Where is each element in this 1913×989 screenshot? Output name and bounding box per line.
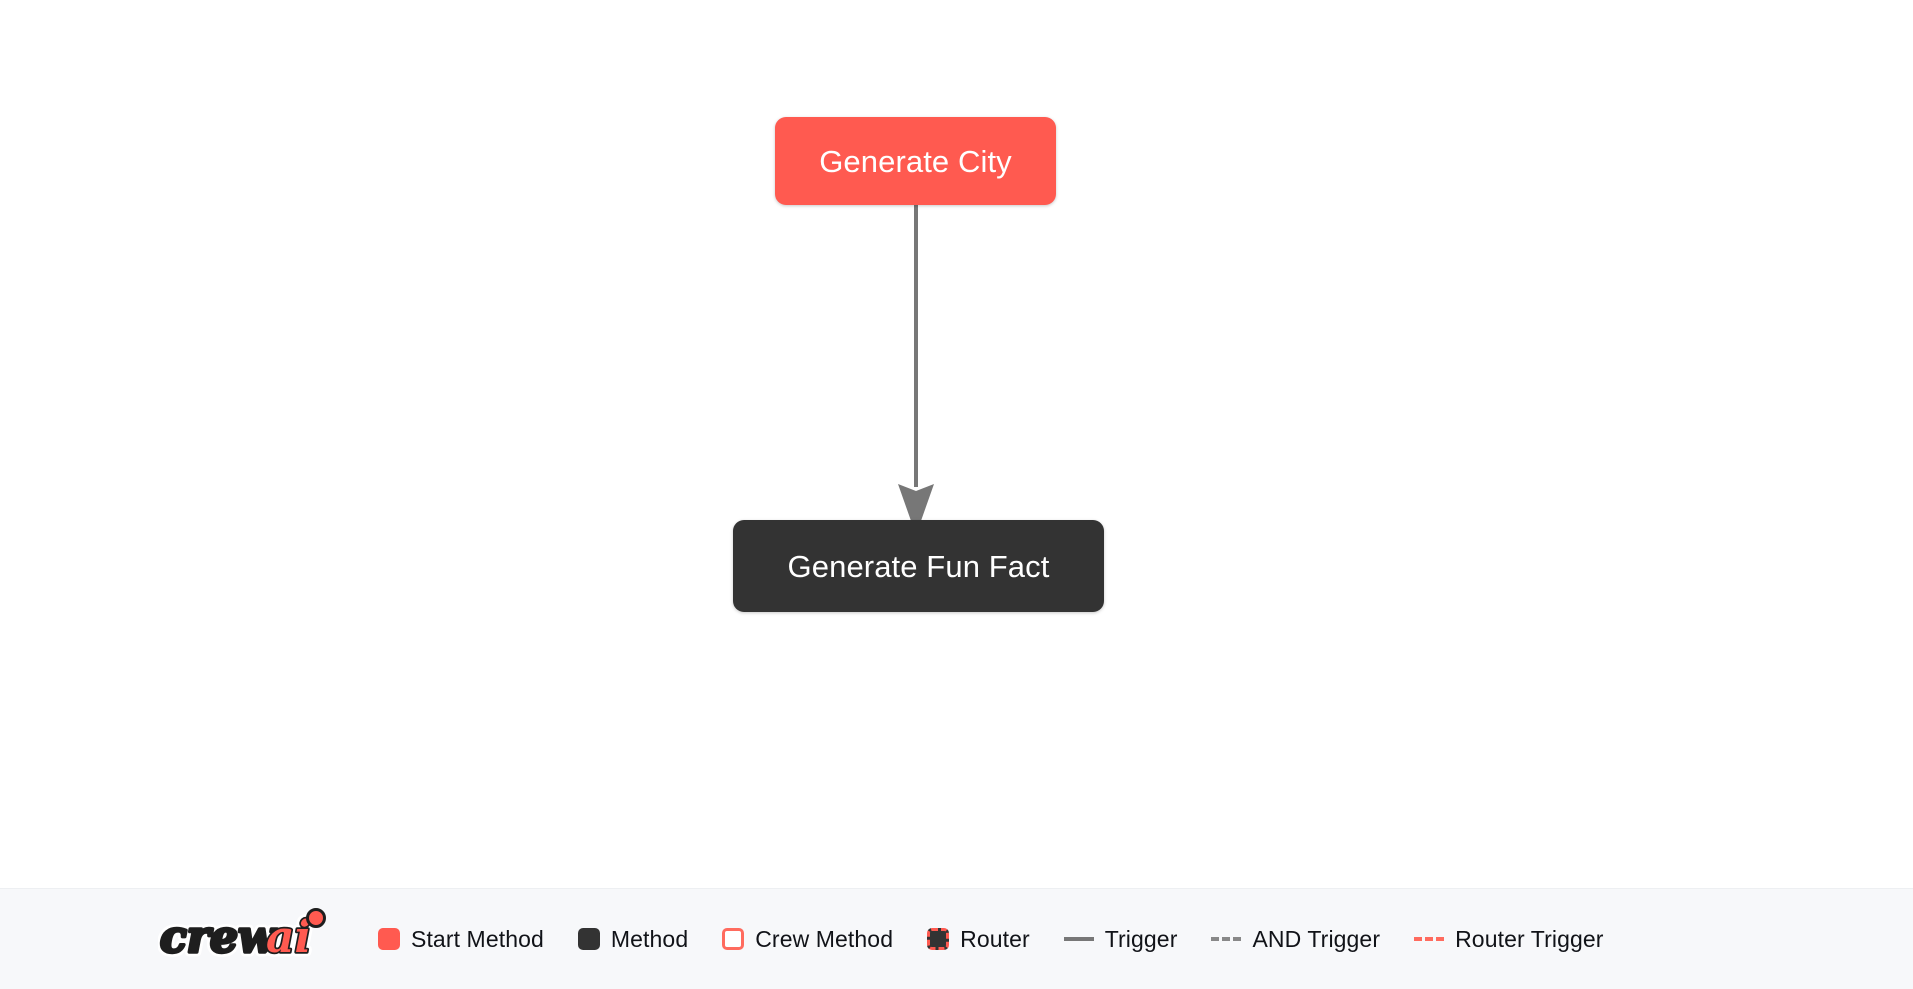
edge-city-to-fun-fact [898, 205, 934, 535]
trigger-line-icon [1063, 937, 1094, 941]
legend-item-label: Start Method [411, 925, 544, 952]
legend-item-crew-method[interactable]: Crew Method [722, 926, 893, 953]
legend-item-router[interactable]: Router [927, 926, 1030, 953]
legend-item-start-method[interactable]: Start Method [378, 926, 544, 953]
legend-item-label: Method [610, 925, 689, 952]
flow-canvas[interactable]: Generate City Generate Fun Fact [0, 0, 1913, 888]
legend-item-label: Router [960, 925, 1030, 952]
crew-method-swatch-icon [722, 928, 745, 950]
crewai-logo: crew ai crew ai ai [158, 908, 340, 969]
legend-item-label: Router Trigger [1455, 925, 1604, 952]
router-swatch-icon [927, 928, 950, 950]
legend-item-label: Crew Method [755, 925, 894, 952]
and-trigger-line-icon [1211, 937, 1242, 941]
flow-node-label: Generate City [819, 143, 1012, 179]
legend-item-and-trigger[interactable]: AND Trigger [1211, 926, 1380, 953]
svg-text:ai: ai [266, 912, 311, 963]
svg-text:ai: ai [266, 912, 311, 963]
legend-items: Start Method Method Crew Method Router T… [378, 926, 1913, 953]
legend-item-label: AND Trigger [1252, 925, 1381, 952]
start-method-swatch-icon [378, 928, 400, 950]
legend-item-method[interactable]: Method [577, 925, 689, 953]
legend-item-label: Trigger [1104, 925, 1178, 952]
legend-item-trigger[interactable]: Trigger [1063, 925, 1178, 953]
flow-node-generate-fun-fact[interactable]: Generate Fun Fact [733, 520, 1104, 612]
svg-text:crew: crew [160, 912, 278, 963]
legend-bar: crew ai crew ai ai Start Method Meth [0, 888, 1913, 989]
svg-text:crew: crew [160, 912, 278, 963]
method-swatch-icon [577, 928, 600, 950]
router-trigger-line-icon [1414, 937, 1445, 941]
flow-node-generate-city[interactable]: Generate City [775, 117, 1056, 205]
flow-node-label: Generate Fun Fact [787, 548, 1050, 584]
legend-item-router-trigger[interactable]: Router Trigger [1414, 926, 1603, 953]
